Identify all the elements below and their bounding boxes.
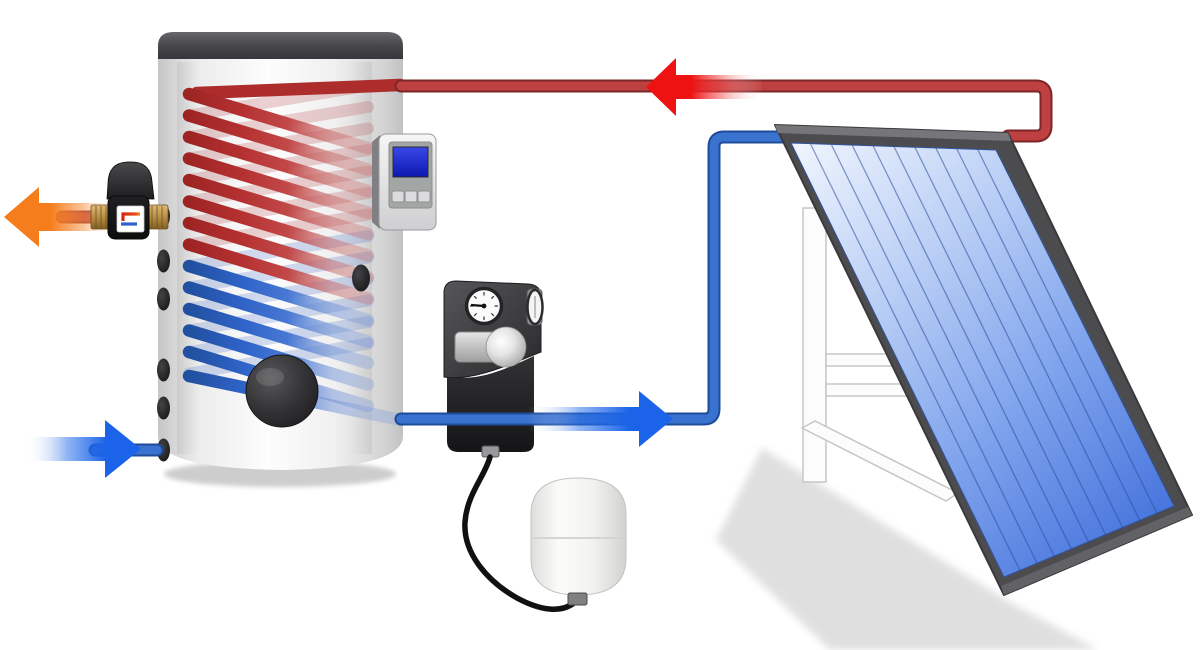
- tank-port: [157, 249, 170, 273]
- tank-port: [157, 358, 170, 382]
- tank-port: [157, 396, 170, 420]
- flange-highlight: [256, 368, 284, 386]
- collector-stand: [800, 207, 960, 502]
- tank-side-ports: [157, 204, 370, 462]
- gauge-ticks: [470, 292, 498, 320]
- stand-post: [802, 207, 827, 483]
- controller-button: [404, 190, 418, 203]
- solar-pump-station: [443, 280, 544, 458]
- ground-shadow: [716, 448, 1098, 650]
- solar-collector: [774, 124, 1193, 596]
- vessel-body: [530, 477, 627, 596]
- controller-button: [391, 190, 405, 203]
- collector-frame-top-face: [775, 125, 1011, 141]
- inspection-flange: [245, 354, 319, 428]
- cold-water-inlet: [26, 420, 164, 478]
- tank-port: [157, 287, 170, 311]
- hot-pipe-core: [396, 81, 1051, 141]
- heat-exchanger-coils: [182, 78, 408, 427]
- solar-return-pipe-cold: [394, 130, 793, 426]
- mixing-valve: [90, 161, 169, 240]
- controller-screen: [392, 146, 429, 178]
- valve-brass-ridges-left: [95, 206, 107, 228]
- vessel-nipple: [567, 592, 588, 606]
- valve-brass-ridges-right: [151, 206, 163, 228]
- hot-water-outlet-arrow: [4, 187, 119, 247]
- tank-shadow: [164, 461, 396, 487]
- tank-sensor-port: [352, 264, 370, 292]
- valve-cap: [106, 161, 155, 200]
- solar-supply-pipe-hot: [394, 79, 1053, 143]
- pump-motor: [485, 326, 527, 368]
- controller-side-face: [372, 135, 380, 229]
- collector-glass: [790, 142, 1175, 578]
- sensor-cable: [462, 454, 577, 612]
- temperature-controller: [372, 133, 437, 231]
- valve-label-hot-glyph: [121, 212, 140, 221]
- expansion-vessel: [530, 477, 627, 606]
- flow-arrow-cold-return: [528, 391, 673, 447]
- flow-arrow-hot-supply: [646, 58, 762, 116]
- pump-lower-body: [447, 356, 534, 452]
- storage-tank: [157, 32, 408, 487]
- gauge-hub: [481, 303, 487, 309]
- cold-water-inlet-arrow: [26, 420, 141, 478]
- valve-label: [116, 205, 145, 233]
- collector-tube-lines: [810, 144, 1159, 572]
- heating-coil-cold: [182, 259, 408, 427]
- tank-cap: [158, 32, 403, 59]
- cold-pipe-core: [396, 132, 791, 424]
- stand-rail-lower: [825, 383, 909, 397]
- heating-coil-hot: [182, 87, 375, 305]
- hot-coil-top-tube: [190, 78, 407, 100]
- collector-frame-bottom-face: [1001, 507, 1192, 595]
- controller-button: [417, 190, 431, 203]
- controller-buttons: [391, 190, 431, 203]
